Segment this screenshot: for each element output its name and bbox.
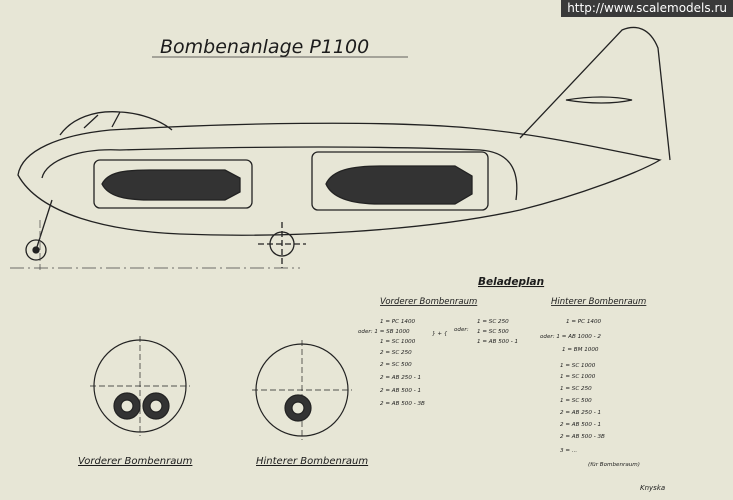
front-bay-item: 1 = PC 1400 [380, 319, 416, 325]
front-bay-item: oder: 1 = SB 1000 [358, 329, 410, 335]
rear-bay-item: 1 = BM 1000 [562, 347, 599, 353]
rear-bomb-bay [311, 151, 489, 211]
rear-bay-item: oder: 1 = AB 1000 - 2 [540, 334, 601, 340]
front-section-caption: Vorderer Bombenraum [78, 456, 193, 467]
nose-gear-leg [35, 199, 53, 251]
front-bay-item: 2 = AB 250 - 1 [380, 375, 421, 381]
rear-bay-note: (für Bombenraum) [588, 462, 640, 468]
front-bay-item: 2 = SC 500 [380, 362, 412, 368]
front-bay-item: 2 = AB 500 - 3B [380, 401, 425, 407]
front-bay-load-list: 1 = PC 1400 oder: 1 = SB 1000 1 = SC 100… [358, 319, 518, 407]
tailplane [565, 96, 633, 104]
front-bay-alt-label: oder: [454, 327, 469, 333]
rear-bay-item: 2 = AB 250 - 1 [560, 410, 601, 416]
inner-bay-line [41, 146, 518, 201]
rear-bay-item: 1 = SC 500 [560, 398, 592, 404]
rear-bay-item: 1 = PC 1400 [566, 319, 602, 325]
drawing-title: Bombenanlage P1100 [160, 36, 369, 58]
rear-bay-cross-section [252, 340, 352, 440]
rear-bay-item: 1 = SC 250 [560, 386, 592, 392]
canopy-frame [83, 111, 121, 129]
front-bomb-bay [93, 159, 253, 209]
loading-plan-heading: Beladeplan [478, 276, 544, 288]
front-bay-item: 2 = SC 250 [380, 350, 412, 356]
front-bay-bracket: } + { [432, 331, 448, 337]
fin [519, 26, 671, 161]
front-bay-alt-item: 1 = SC 250 [477, 319, 509, 325]
front-bay-heading: Vorderer Bombenraum [380, 297, 477, 307]
rear-bay-heading: Hinterer Bombenraum [551, 297, 646, 307]
signature: Knyska [640, 484, 665, 492]
rear-bay-item: 2 = AB 500 - 1 [560, 422, 601, 428]
aircraft-side-view [17, 26, 671, 268]
front-bay-cross-section [90, 336, 190, 436]
rear-bay-item: 2 = AB 500 - 3B [560, 434, 605, 440]
watermark: http://www.scalemodels.ru [561, 0, 733, 17]
rear-bay-item: 3 = ... [560, 448, 577, 454]
bomb-rear [325, 165, 473, 205]
front-bay-item: 1 = SC 1000 [380, 339, 416, 345]
rear-section-caption: Hinterer Bombenraum [256, 456, 368, 467]
rear-bay-item: 1 = SC 1000 [560, 374, 596, 380]
bomb-front [101, 169, 241, 201]
front-bay-alt-item: 1 = SC 500 [477, 329, 509, 335]
nose-wheel [25, 239, 47, 261]
front-bay-alt-item: 1 = AB 500 - 1 [477, 339, 518, 345]
front-bay-item: 2 = AB 500 - 1 [380, 388, 421, 394]
rear-bay-load-list: 1 = PC 1400 oder: 1 = AB 1000 - 2 1 = BM… [540, 319, 640, 468]
rear-bay-item: 1 = SC 1000 [560, 363, 596, 369]
